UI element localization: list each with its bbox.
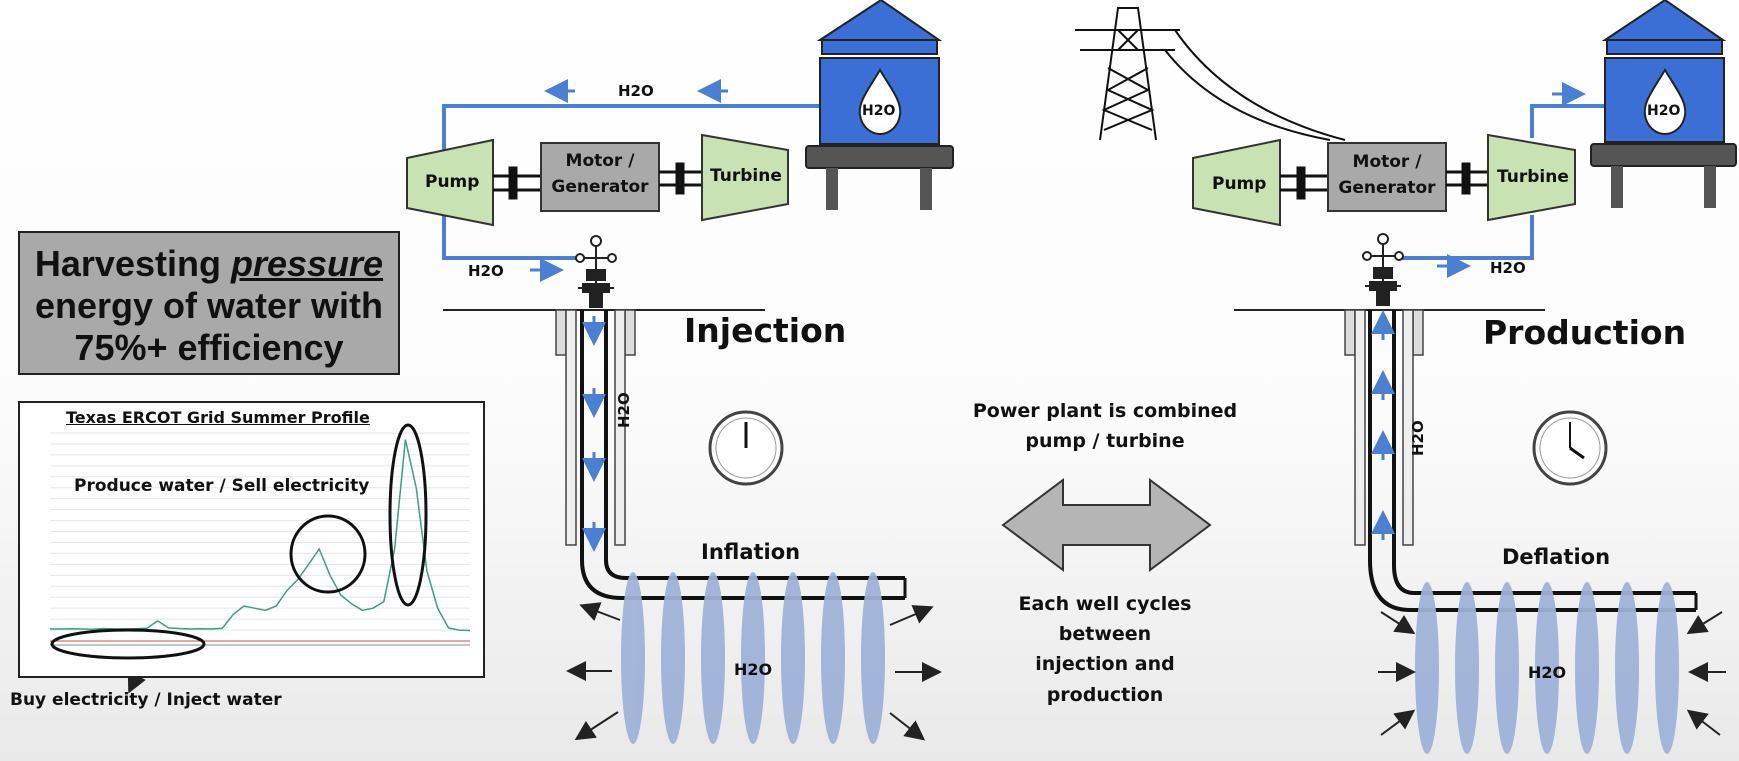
- chart-highlight-low: [50, 628, 206, 660]
- right-motor-label-2: Generator: [1338, 178, 1436, 198]
- headline-box: Harvesting pressure energy of water with…: [18, 231, 400, 375]
- left-water-tank: [805, 0, 954, 210]
- transmission-tower-icon: [1075, 7, 1346, 141]
- right-mode-title: Production: [1483, 313, 1687, 352]
- chart-highlight-peak: [388, 423, 428, 607]
- left-bottom-pipe-label: H2O: [468, 262, 504, 280]
- left-water-drop-icon: [858, 68, 902, 136]
- center-caption-bottom-1: Each well cycles: [1018, 593, 1192, 615]
- center-caption-bottom-2: between: [1058, 623, 1152, 645]
- right-phase-label: Deflation: [1502, 545, 1611, 569]
- left-reservoir-label: H2O: [734, 660, 773, 679]
- right-well-casing: [1344, 309, 1698, 612]
- right-coupling-1: [1280, 166, 1328, 200]
- center-caption-bottom-4: production: [1046, 684, 1164, 706]
- left-well-label: H2O: [615, 392, 633, 428]
- right-reservoir-label: H2O: [1528, 663, 1567, 682]
- left-pump-label: Pump: [425, 172, 480, 192]
- headline-line-2: energy of water with: [34, 285, 384, 326]
- right-tank-label: H2O: [1647, 103, 1681, 119]
- center-caption-bottom-3: injection and: [1035, 653, 1175, 675]
- left-mode-title: Injection: [684, 311, 847, 350]
- chart-callout-buy: Buy electricity / Inject water: [10, 690, 282, 710]
- left-well-casing: [555, 309, 907, 600]
- right-pump-label: Pump: [1212, 174, 1267, 194]
- center-caption-top-2: pump / turbine: [1025, 430, 1185, 452]
- headline-emphasis: pressure: [230, 243, 384, 284]
- right-wellhead-icon: [1362, 233, 1404, 306]
- headline-prefix: Harvesting: [34, 243, 231, 284]
- right-inflow-arrows: [1378, 611, 1726, 736]
- right-water-tank: [1590, 0, 1737, 208]
- left-pump: [406, 138, 494, 227]
- left-pipe-network: [442, 104, 820, 260]
- left-turbine: [701, 133, 789, 222]
- ercot-chart-panel: [18, 401, 485, 678]
- left-phase-label: Inflation: [701, 540, 801, 564]
- right-coupling-2: [1446, 162, 1488, 195]
- ercot-line-chart: [50, 423, 471, 660]
- left-wellhead-icon: [575, 235, 617, 308]
- chart-series-line-0: [50, 439, 471, 632]
- left-motor-label-2: Generator: [551, 177, 649, 197]
- right-turbine: [1487, 133, 1576, 222]
- right-water-drop-icon: [1643, 68, 1687, 136]
- right-reservoir-fractures: [1415, 582, 1679, 754]
- right-well-label: H2O: [1409, 420, 1427, 456]
- center-caption-top-1: Power plant is combined: [972, 400, 1238, 422]
- right-motor-label-1: Motor /: [1352, 152, 1422, 172]
- right-pump: [1192, 138, 1281, 227]
- left-outflow-arrows: [566, 602, 942, 741]
- left-motor-label-1: Motor /: [565, 151, 635, 171]
- left-motor-generator: [540, 142, 660, 212]
- headline-line-1: Harvesting pressure: [20, 243, 398, 285]
- right-pipe-label: H2O: [1490, 259, 1526, 277]
- right-pipe-network: [1398, 104, 1605, 260]
- left-reservoir-fractures: [621, 572, 885, 744]
- left-tank-label: H2O: [862, 103, 896, 119]
- chart-callout-sell: Produce water / Sell electricity: [74, 476, 370, 496]
- left-coupling-2: [659, 162, 702, 195]
- right-turbine-label: Turbine: [1497, 167, 1569, 187]
- left-clock-icon: [708, 410, 784, 486]
- headline-line-3: 75%+ efficiency: [74, 327, 344, 368]
- left-top-pipe-label: H2O: [618, 82, 654, 100]
- left-turbine-label: Turbine: [710, 166, 782, 186]
- left-coupling-1: [493, 166, 541, 200]
- chart-title: Texas ERCOT Grid Summer Profile: [66, 408, 370, 427]
- right-motor-generator: [1327, 142, 1447, 212]
- chart-highlight-mid: [289, 514, 367, 594]
- right-clock-icon: [1532, 410, 1608, 486]
- bidirectional-arrow-icon: [1001, 478, 1212, 572]
